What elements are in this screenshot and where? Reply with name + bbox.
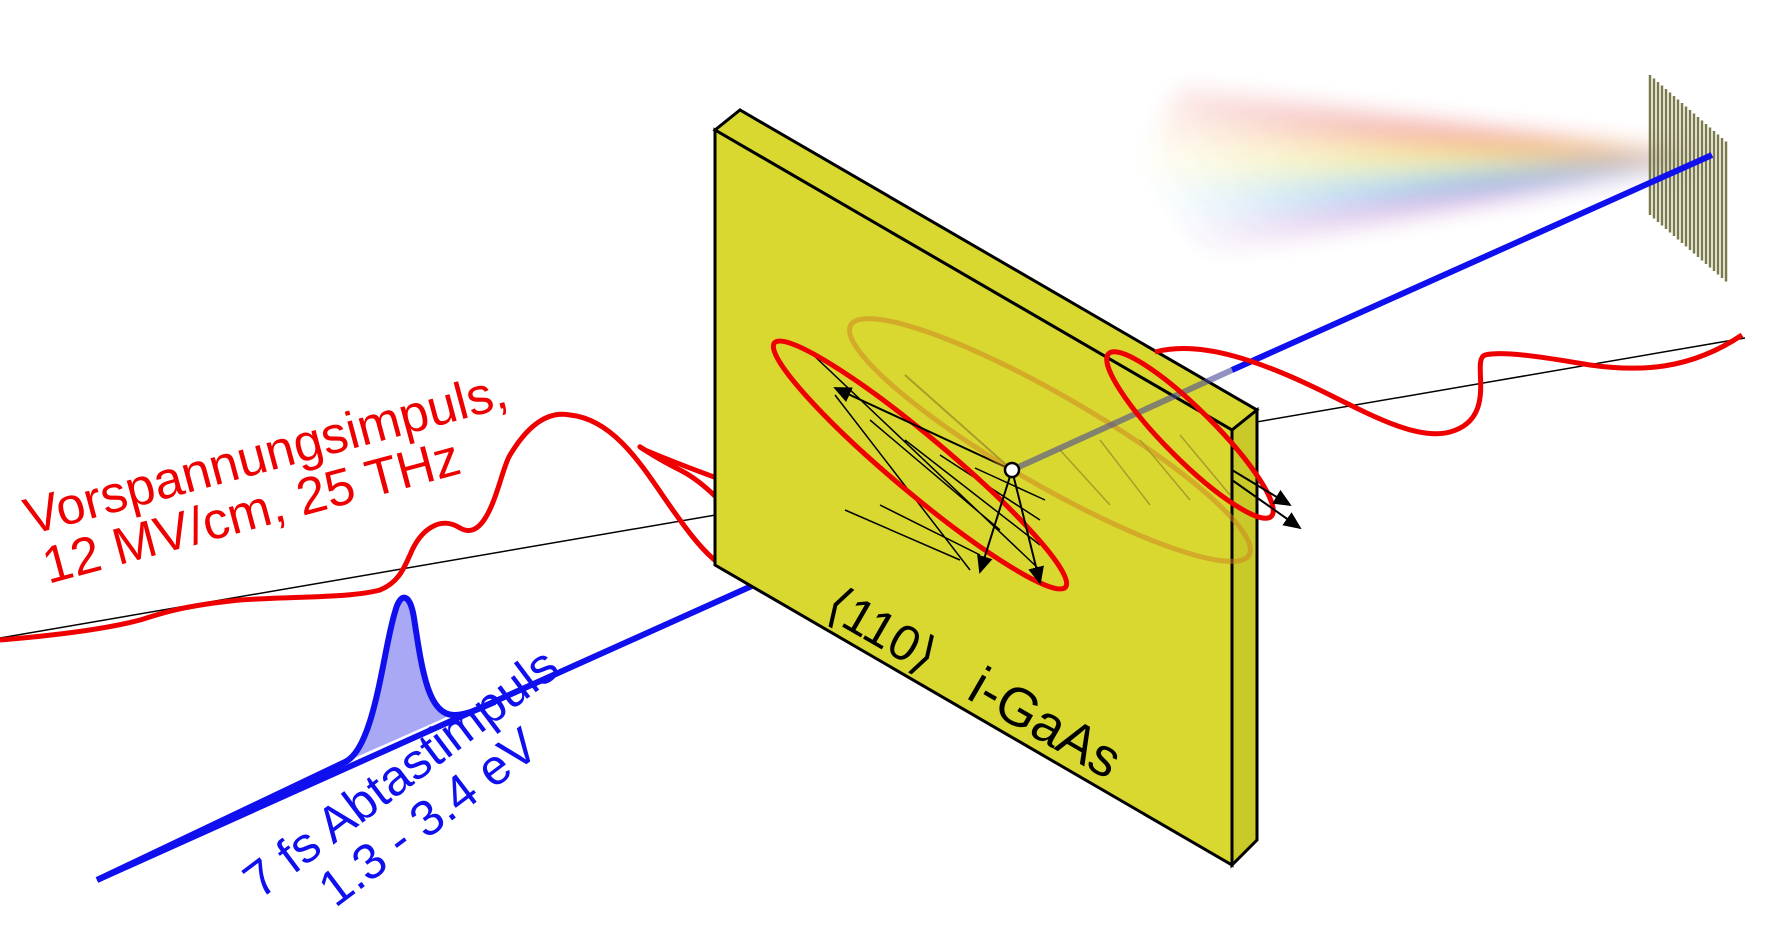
- bias-pulse-outgoing: [1154, 332, 1744, 437]
- bias-pulse-incoming: [0, 411, 961, 643]
- field-vector-back-2: [1231, 479, 1302, 530]
- polarization-ellipse-back: [1104, 349, 1276, 521]
- bias-pulse-label: Vorspannungsimpuls, 12 MV/cm, 25 THz: [18, 362, 513, 596]
- diffraction-grating: [1648, 75, 1728, 282]
- probe-pulse-envelope: [95, 594, 497, 883]
- probe-beam-through: [1010, 367, 1234, 473]
- probe-beam-outgoing: [1230, 152, 1714, 373]
- polarization-ellipse-through: [847, 316, 1253, 564]
- focus-spot: [1003, 461, 1021, 479]
- crystal-front-face: [713, 127, 1234, 868]
- crystal-slab: [712, 108, 1260, 869]
- field-vector-back-1: [1231, 469, 1292, 507]
- polarization-ellipse-front: [770, 338, 1070, 592]
- spectrum-fan: [1105, 90, 1700, 275]
